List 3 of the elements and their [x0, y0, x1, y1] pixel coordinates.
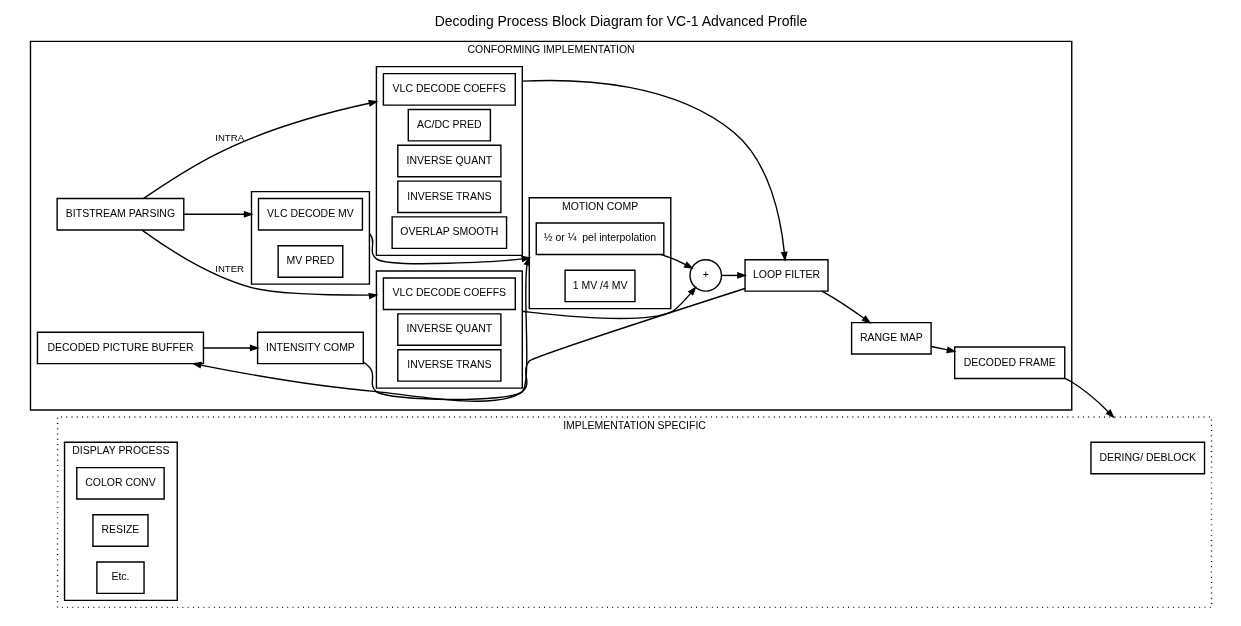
edge-label: INTRA [214, 131, 244, 143]
edge-label: INTER [214, 262, 244, 274]
diagram-title: Decoding Process Block Diagram for VC-1 Advanced Profile [434, 13, 807, 30]
